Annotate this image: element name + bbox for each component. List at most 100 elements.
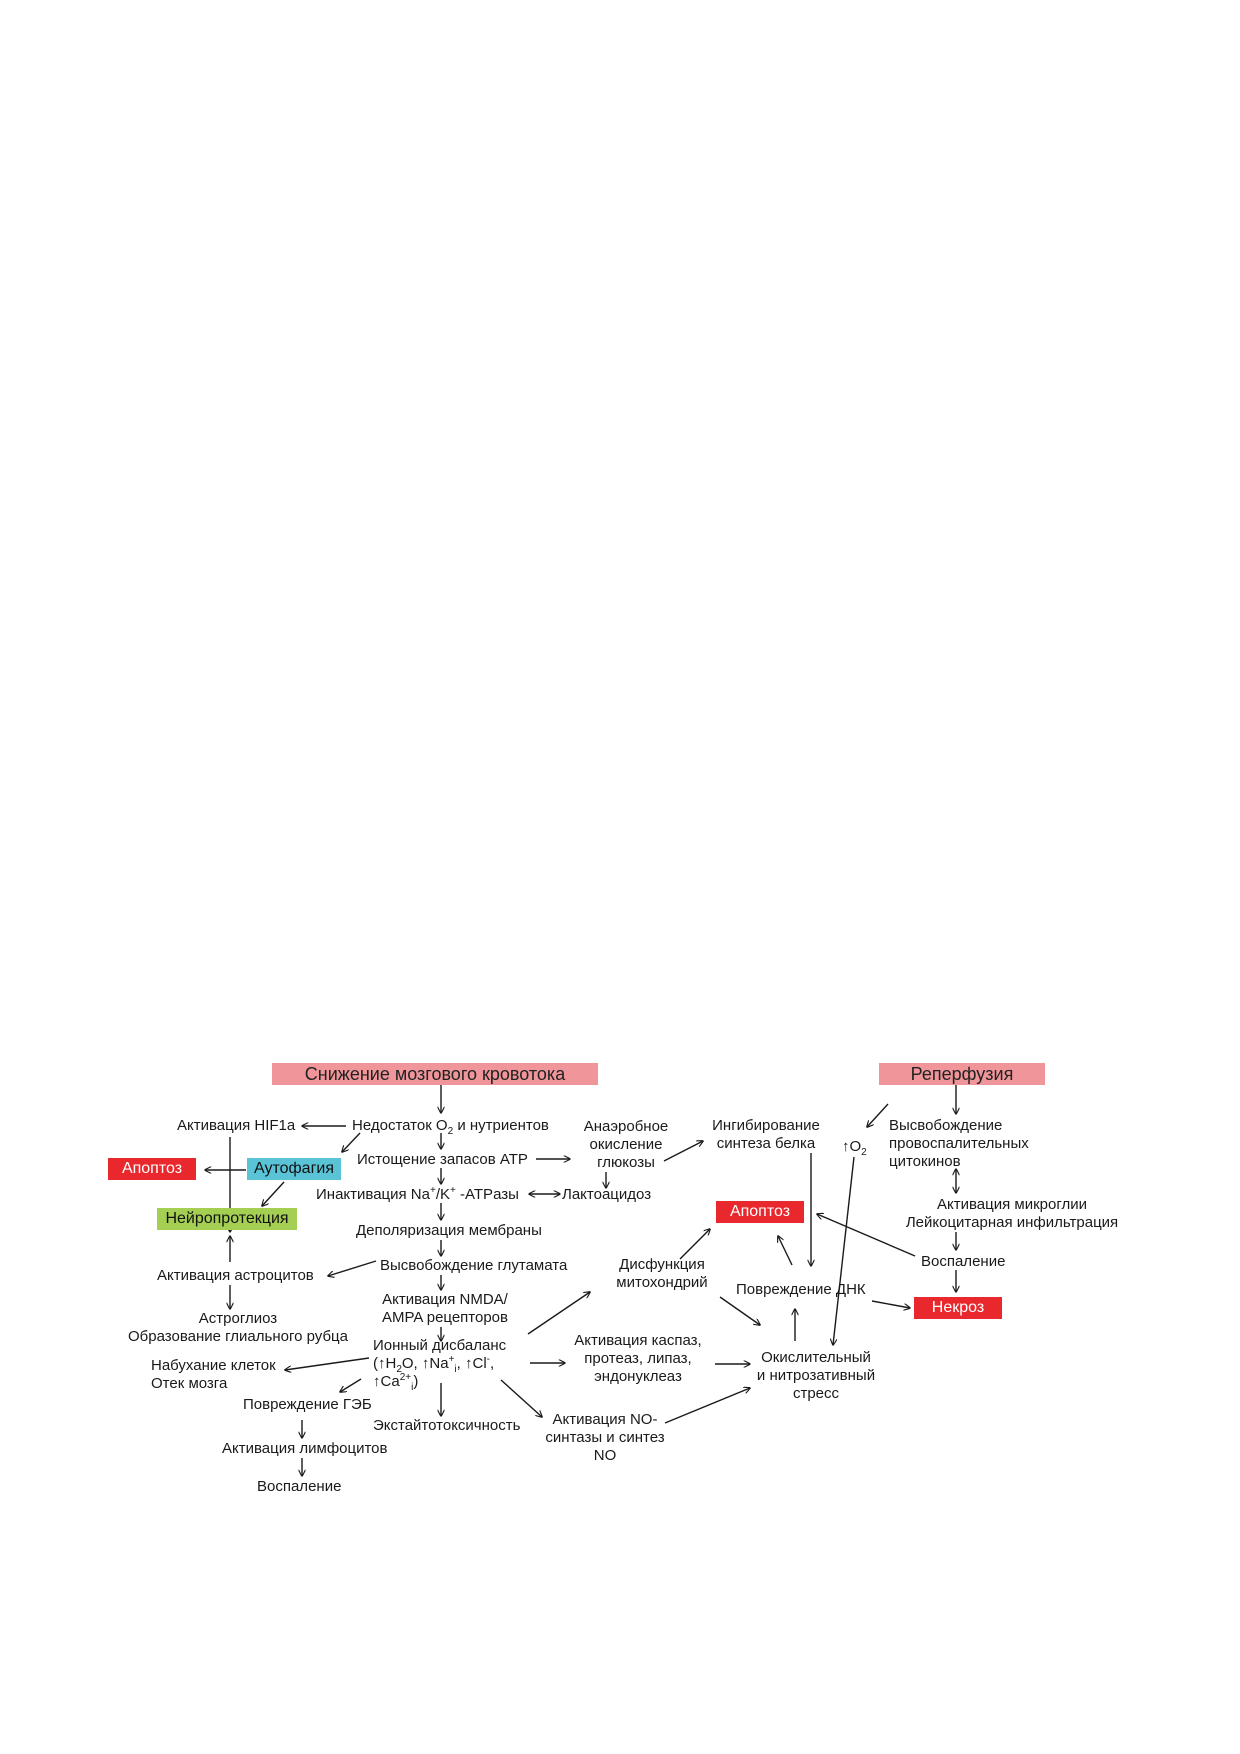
nos-line-1: Активация NO- — [552, 1411, 658, 1428]
dna-damage-label: Повреждение ДНК — [736, 1281, 866, 1298]
protein-inhibition-line-1: Ингибирование — [712, 1117, 820, 1134]
cytokines-line-3: цитокинов — [889, 1153, 961, 1170]
ionic-line-2-sup: + — [448, 1354, 455, 1365]
nos-line-3: NO — [593, 1447, 617, 1464]
depolarization-label: Деполяризация мембраны — [356, 1222, 542, 1239]
o2-deficit-sub: 2 — [447, 1126, 454, 1137]
arrow-autophagy-to-neuroprot — [262, 1181, 285, 1206]
necrosis-box: Некроз — [914, 1297, 1002, 1319]
caspases-line-1: Активация каспаз, — [574, 1332, 702, 1349]
ionic-line-2-sub: 2 — [396, 1364, 402, 1375]
arrow-ionic-to-bbb — [340, 1378, 362, 1392]
swelling-line-2: Отек мозга — [151, 1375, 228, 1392]
reperfusion-box: Реперфузия — [879, 1063, 1045, 1085]
o2-increase-sub: 2 — [861, 1147, 867, 1158]
microglia-line-1: Активация микроглии — [937, 1196, 1087, 1213]
o2-increase-label: ↑O2 — [842, 1138, 867, 1158]
arrow-reperf-to-o2up — [867, 1103, 889, 1127]
nmda-label: Активация NMDA/ AMPA рецепторов — [382, 1291, 508, 1327]
arrow-inflam-to-apoptosis — [817, 1214, 916, 1257]
arrow-nos-to-oxidative — [664, 1388, 750, 1424]
apoptosis-right-box: Апоптоз — [716, 1201, 804, 1223]
anaerobic-line-3: глюкозы — [597, 1154, 655, 1171]
apoptosis-left-box: Апоптоз — [108, 1158, 196, 1180]
arrow-anaerobic-to-protein — [663, 1141, 703, 1162]
neuroprotection-box: Нейропротекция — [157, 1208, 297, 1230]
arrow-ionic-to-swelling — [285, 1357, 370, 1370]
arrow-mito-to-oxidative — [719, 1296, 760, 1325]
microglia-label: Активация микроглии Лейкоцитарная инфиль… — [906, 1196, 1118, 1232]
mito-dysfunction-label: Дисфункция митохондрий — [616, 1256, 707, 1292]
cbf-reduction-box: Снижение мозгового кровотока — [272, 1063, 598, 1085]
arrow-dna-to-necrosis — [871, 1300, 910, 1308]
arrow-dna-to-apoptosis — [778, 1236, 793, 1266]
nos-line-2: синтазы и синтез — [545, 1429, 665, 1446]
ionic-line-2-c: , ↑Cl — [456, 1355, 487, 1372]
ionic-line-3-a: ↑Ca — [373, 1373, 400, 1390]
caspases-line-3: эндонуклеаз — [594, 1368, 682, 1385]
ionic-line-2-sup2: - — [486, 1354, 490, 1365]
o2-deficit-text-a: Недостаток O — [352, 1117, 448, 1134]
protein-inhibition-line-2: синтеза белка — [716, 1135, 816, 1152]
ionic-line-3-b: ) — [413, 1373, 419, 1390]
arrow-o2-to-autophagy — [342, 1132, 361, 1152]
lactoacidosis-label: Лактоацидоз — [562, 1186, 652, 1203]
cytokines-line-1: Высвобождение — [889, 1117, 1003, 1134]
ionic-imbalance-label: Ионный дисбаланс (↑H2O, ↑Na+i, ↑Cl-, ↑Ca… — [373, 1337, 507, 1393]
anaerobic-line-2: окисление — [589, 1136, 663, 1153]
arrow-ionic-to-nos — [500, 1379, 542, 1417]
inflammation-right-label: Воспаление — [921, 1253, 1006, 1270]
cytokines-label: Высвобождение провоспалительных цитокино… — [889, 1117, 1029, 1171]
hif-activation-label: Активация HIF1a — [177, 1117, 296, 1134]
arrow-o2up-to-oxidative — [833, 1156, 855, 1345]
autophagy-box: Аутофагия — [247, 1158, 341, 1180]
glutamate-label: Высвобождение глутамата — [380, 1257, 568, 1274]
microglia-line-2: Лейкоцитарная инфильтрация — [905, 1214, 1119, 1231]
mito-line-1: Дисфункция — [619, 1256, 705, 1273]
astrogliosis-line-2: Образование глиального рубца — [128, 1328, 348, 1345]
lymphocytes-label: Активация лимфоцитов — [222, 1440, 388, 1457]
ionic-line-2-d: , — [490, 1355, 495, 1372]
anaerobic-label: Анаэробное окисление глюкозы — [584, 1118, 669, 1172]
astrocytes-label: Активация астроцитов — [157, 1267, 314, 1284]
protein-inhibition-label: Ингибирование синтеза белка — [712, 1117, 820, 1153]
ionic-line-2-b: O, ↑Na — [401, 1355, 449, 1372]
o2-deficit-text-b: и нутриентов — [453, 1117, 549, 1134]
ionic-line-3-sub: i — [411, 1382, 414, 1393]
arrow-ionic-to-mito — [527, 1292, 590, 1335]
cytokines-line-2: провоспалительных — [889, 1135, 1029, 1152]
swelling-line-1: Набухание клеток — [151, 1357, 276, 1374]
ionic-line-2-a: (↑H — [373, 1355, 397, 1372]
ionic-line-2: (↑H2O, ↑Na+i, ↑Cl-, — [373, 1354, 506, 1375]
anaerobic-line-1: Анаэробное — [583, 1118, 669, 1135]
arrow-glut-to-astro — [328, 1260, 377, 1276]
atpase-sup-2: + — [450, 1185, 456, 1196]
ionic-line-2-sub2: i — [454, 1364, 457, 1375]
ionic-line-1: Ионный дисбаланс — [373, 1337, 507, 1354]
caspases-label: Активация каспаз, протеаз, липаз, эндону… — [574, 1332, 701, 1386]
atpase-text-a: Инактивация Na — [316, 1186, 430, 1203]
astrogliosis-line-1: Астроглиоз — [198, 1310, 278, 1327]
nmda-line-1: Активация NMDA/ — [382, 1291, 508, 1308]
caspases-line-2: протеаз, липаз, — [584, 1350, 692, 1367]
atpase-sup-1: + — [429, 1185, 436, 1196]
arrow-mito-to-apoptosis — [679, 1229, 710, 1260]
nmda-line-2: AMPA рецепторов — [381, 1309, 509, 1326]
oxidative-line-3: стресс — [792, 1385, 840, 1402]
oxidative-line-1: Окислительный — [761, 1349, 871, 1366]
atpase-text-b: /K — [435, 1186, 450, 1203]
oxidative-stress-label: Окислительный и нитрозативный стресс — [757, 1349, 875, 1403]
oxidative-line-2: и нитрозативный — [756, 1367, 876, 1384]
atpase-label: Инактивация Na+/K+ -ATPазы — [316, 1186, 519, 1204]
inflammation-left-label: Воспаление — [257, 1478, 342, 1495]
nos-label: Активация NO- синтазы и синтез NO — [545, 1411, 664, 1465]
ionic-line-3: ↑Ca2+i) — [373, 1373, 506, 1393]
o2-increase-text: ↑O — [842, 1138, 862, 1155]
atp-depletion-label: Истощение запасов ATP — [357, 1151, 528, 1168]
bbb-damage-label: Повреждение ГЭБ — [243, 1396, 372, 1413]
astrogliosis-label: Астроглиоз Образование глиального рубца — [128, 1310, 348, 1346]
excitotoxicity-label: Экстайтотоксичность — [373, 1417, 521, 1434]
o2-deficit-label: Недостаток O2 и нутриентов — [352, 1117, 549, 1137]
